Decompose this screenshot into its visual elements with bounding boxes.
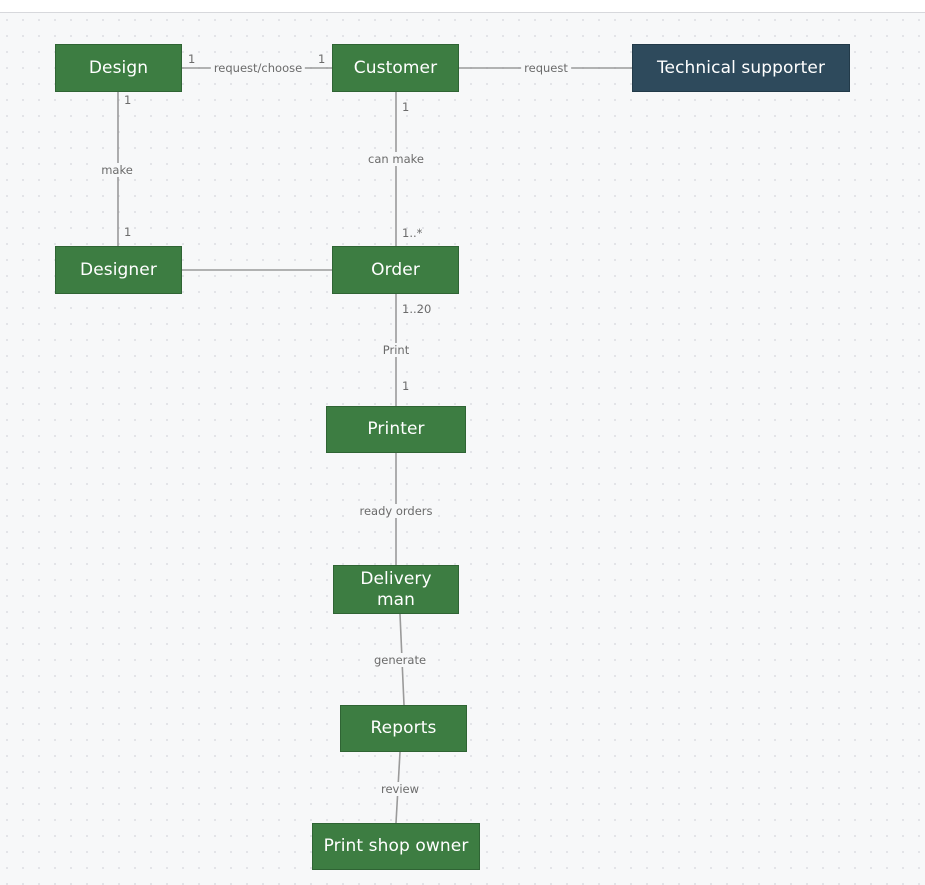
multiplicity-printer-top: 1 xyxy=(402,379,410,393)
edge-label-request: request xyxy=(521,61,571,75)
multiplicity-order-bottom: 1..20 xyxy=(402,302,432,316)
multiplicity-designer-top: 1 xyxy=(124,225,132,239)
node-reports[interactable]: Reports xyxy=(340,705,467,752)
multiplicity-design-right: 1 xyxy=(188,52,196,66)
node-printer[interactable]: Printer xyxy=(326,406,466,453)
edge-label-print: Print xyxy=(379,343,413,357)
edge-label-request-choose: request/choose xyxy=(210,61,306,75)
edge-label-make: make xyxy=(98,163,136,177)
multiplicity-customer-bottom: 1 xyxy=(402,100,410,114)
multiplicity-design-bottom: 1 xyxy=(124,93,132,107)
node-technical-supporter[interactable]: Technical supporter xyxy=(632,44,850,92)
multiplicity-customer-left: 1 xyxy=(318,52,326,66)
node-print-shop-owner[interactable]: Print shop owner xyxy=(312,823,480,870)
top-white-strip xyxy=(0,0,925,12)
edge-label-ready-orders: ready orders xyxy=(356,504,436,518)
edge-label-can-make: can make xyxy=(365,152,427,166)
node-delivery-man[interactable]: Delivery man xyxy=(333,565,459,614)
node-design[interactable]: Design xyxy=(55,44,182,92)
node-designer[interactable]: Designer xyxy=(55,246,182,294)
edge-label-generate: generate xyxy=(370,653,430,667)
node-order[interactable]: Order xyxy=(332,246,459,294)
multiplicity-order-top: 1..* xyxy=(402,226,423,240)
node-customer[interactable]: Customer xyxy=(332,44,459,92)
edge-label-review: review xyxy=(377,782,423,796)
